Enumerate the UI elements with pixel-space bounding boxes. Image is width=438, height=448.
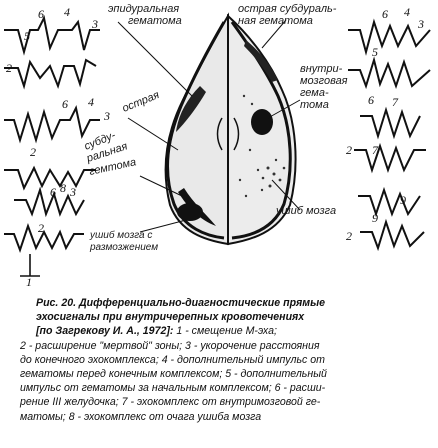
caption-line-ref: [по Загрекову И. А., 1972]: 1 - смещение… (20, 324, 430, 338)
num-3-c: 3 (69, 185, 76, 199)
label-epidural-2: гематома (128, 15, 182, 27)
echo-figure: эпидуральная гематома острая субдураль- … (4, 3, 431, 289)
num-9-a: 9 (400, 193, 406, 207)
caption-title-3: [по Загрекову И. А., 1972]: (36, 325, 174, 338)
caption-line-4: импульс от гематомы за начальным комплек… (20, 382, 326, 395)
num-4-b: 4 (88, 95, 94, 109)
skull-cross-section (164, 12, 297, 246)
label-acute: острая (121, 89, 162, 115)
label-acute-subdural-top-2: ная гематома (238, 15, 313, 27)
num-3-d: 3 (417, 17, 424, 31)
caption-line-6: матомы; 8 - эхокомплекс от очага ушиба м… (20, 410, 262, 423)
leader-lines (117, 19, 301, 233)
label-epidural-1: эпидуральная (108, 3, 179, 15)
right-echo-traces (348, 18, 431, 252)
num-6-a: 6 (38, 7, 44, 21)
label-intracerebral-4: тома (300, 99, 329, 111)
num-6-d: 6 (382, 7, 388, 21)
label-contusion-crush-1: ушиб мозга с (89, 229, 152, 241)
num-1-a: 1 (26, 275, 32, 289)
num-6-b: 6 (62, 97, 68, 111)
label-acute-subdural-top-1: острая субдураль- (238, 3, 337, 15)
num-7-b: 7 (372, 143, 379, 157)
num-3-a: 3 (91, 17, 98, 31)
trace-numbers: 6 4 3 5 2 6 4 3 2 6 8 3 2 1 6 4 3 5 6 7 … (6, 5, 424, 289)
num-3-b: 3 (103, 109, 110, 123)
num-2-c: 2 (38, 221, 44, 235)
left-echo-traces (4, 14, 100, 277)
num-4-c: 4 (404, 5, 410, 19)
num-7-a: 7 (392, 95, 399, 109)
label-contusion: ушиб мозга (275, 205, 336, 217)
figure-caption: Рис. 20. Дифференциально-диагностические… (20, 296, 430, 424)
caption-title-2: эхосигналы при внутричерепных кровотечен… (36, 311, 305, 324)
caption-line-3: гематомы перед конечным комплексом; 5 - … (20, 368, 327, 381)
region-labels: эпидуральная гематома острая субдураль- … (83, 3, 348, 253)
num-4-a: 4 (64, 5, 70, 19)
label-contusion-crush-2: размозжением (89, 242, 158, 253)
label-intracerebral-1: внутри- (300, 63, 343, 75)
num-8-a: 8 (60, 181, 66, 195)
num-6-c: 6 (50, 185, 56, 199)
num-2-b: 2 (30, 145, 36, 159)
num-6-e: 6 (368, 93, 374, 107)
caption-line-1: 2 - расширение "мертвой" зоны; 3 - укоро… (20, 339, 320, 352)
caption-line-5: рение III желудочка; 7 - эхокомплекс от … (20, 396, 321, 409)
num-5-a: 5 (24, 29, 30, 43)
epidural-hematoma-shape (176, 86, 206, 132)
num-2-d: 2 (346, 143, 352, 157)
caption-title-1: Рис. 20. Дифференциально-диагностические… (36, 297, 326, 309)
caption-title-tail: 1 - смещение М-эха; (173, 325, 277, 338)
label-intracerebral-2: мозговая (300, 75, 348, 87)
num-9-b: 9 (372, 211, 378, 225)
caption-line-2: до конечного эхокомплекса; 4 - дополните… (20, 353, 325, 366)
label-intracerebral-3: гема- (300, 87, 329, 99)
num-5-b: 5 (372, 45, 378, 59)
num-2-a: 2 (6, 61, 12, 75)
intracerebral-hematoma-shape (251, 109, 273, 135)
num-2-e: 2 (346, 229, 352, 243)
